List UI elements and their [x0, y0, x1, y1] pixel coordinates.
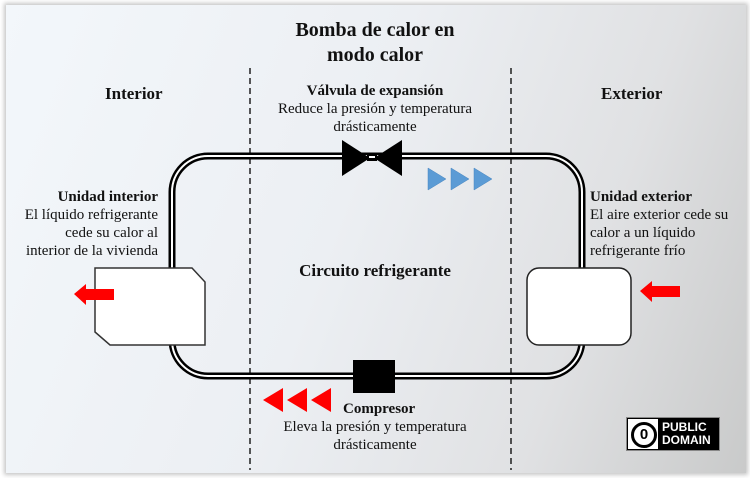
flow-arrow — [427, 167, 447, 191]
expansion-valve-icon — [342, 140, 402, 176]
valve-line-2: drásticamente — [333, 119, 417, 135]
compressor-description: Compresor Eleva la presión y temperatura… — [255, 400, 495, 454]
heat-arrow-out-icon — [74, 284, 114, 305]
indoor-unit-line-2: cede su calor al — [65, 225, 158, 241]
flow-arrow — [263, 388, 283, 412]
public-domain-icon: 0 — [631, 422, 657, 448]
compressor-line-2: drásticamente — [333, 437, 417, 453]
outdoor-unit-icon — [526, 267, 632, 346]
heat-arrow-in-icon — [640, 281, 680, 302]
compressor-icon — [353, 360, 395, 393]
indoor-unit-line-1: El líquido refrigerante — [24, 207, 158, 223]
flow-arrows-cold — [427, 167, 493, 191]
compressor-line-1: Eleva la presión y temperatura — [283, 419, 467, 435]
title-line-1: Bomba de calor en — [295, 19, 455, 41]
license-line-2: DOMAIN — [662, 433, 711, 447]
outdoor-unit-line-3: refrigerante frío — [590, 243, 686, 259]
section-interior-label: Interior — [105, 84, 163, 103]
flow-arrow — [450, 167, 470, 191]
flow-arrows-hot — [263, 388, 331, 412]
compressor-title: Compresor — [343, 401, 416, 417]
outdoor-unit-line-1: El aire exterior cede su — [590, 207, 729, 223]
valve-title: Válvula de expansión — [306, 83, 444, 99]
outdoor-unit-line-2: calor a un líquido — [590, 225, 696, 241]
circuit-label: Circuito refrigerante — [299, 261, 451, 280]
public-domain-badge: 0 PUBLIC DOMAIN — [626, 417, 720, 451]
indoor-unit-description: Unidad interior El líquido refrigerante … — [10, 188, 158, 260]
flow-arrow — [287, 388, 307, 412]
license-line-1: PUBLIC — [662, 420, 707, 434]
outdoor-unit-description: Unidad exterior El aire exterior cede su… — [590, 188, 750, 260]
flow-arrow — [473, 167, 493, 191]
diagram-title: Bomba de calor en modo calor — [255, 18, 495, 68]
section-exterior-label: Exterior — [601, 84, 663, 103]
flow-arrow — [311, 388, 331, 412]
valve-line-1: Reduce la presión y temperatura — [277, 101, 473, 117]
valve-description: Válvula de expansión Reduce la presión y… — [255, 82, 495, 136]
title-line-2: modo calor — [326, 44, 424, 66]
diagram-card — [6, 5, 746, 473]
indoor-unit-title: Unidad interior — [57, 189, 158, 205]
outdoor-unit-title: Unidad exterior — [590, 189, 693, 205]
indoor-unit-icon — [94, 267, 206, 346]
indoor-unit-line-3: interior de la vivienda — [25, 243, 158, 259]
